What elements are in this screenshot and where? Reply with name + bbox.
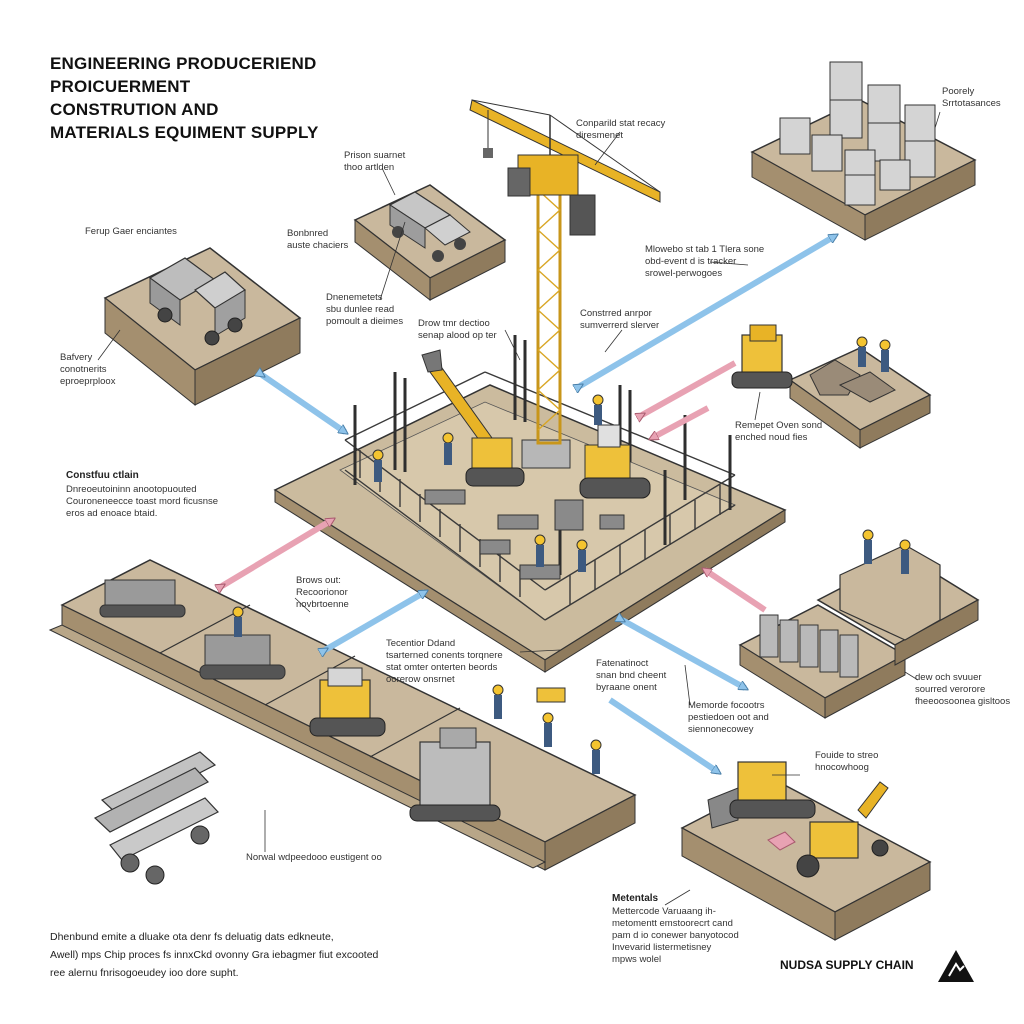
bulldozer-icon xyxy=(731,324,793,389)
arrow-pink-left xyxy=(222,520,332,586)
dozer-lower-platform xyxy=(680,761,932,941)
logo-icon xyxy=(938,950,974,982)
central-construction-site xyxy=(273,99,787,673)
precast-platform xyxy=(738,529,980,719)
arrow-blue-materials xyxy=(580,236,835,386)
excavator-icon xyxy=(99,579,286,680)
bulldozer-icon xyxy=(579,424,651,499)
leader-lines xyxy=(97,111,941,906)
footer-text: Dhenbund emite a dluake ota denr fs delu… xyxy=(50,928,378,982)
bulldozer-icon xyxy=(707,761,816,829)
pink-debris xyxy=(767,831,796,851)
footer-line-2: Awell) mps Chip proces fs innxCkd ovonny… xyxy=(50,949,379,961)
title-line-4: MATERIALS EQUIMENT SUPPLY xyxy=(50,123,319,142)
bottom-platform-note: Norwal wdpeedooo eustigent oo xyxy=(246,852,382,863)
large-truck-note: Ferup Gaer enciantes xyxy=(85,226,177,237)
material-block-icon xyxy=(779,61,936,206)
construction-chain-heading: Constfuu ctlain xyxy=(66,470,139,481)
arrow-pink-right xyxy=(705,570,767,613)
truck-icon xyxy=(148,257,247,346)
arrow-blue-precast xyxy=(622,620,745,691)
excavator-icon xyxy=(796,781,889,878)
crane-base xyxy=(521,439,571,469)
equipment-platforms xyxy=(48,559,637,871)
worker-icon xyxy=(232,606,602,774)
metentais-text: Mettercode Varuaang ih-metomentt emstoor… xyxy=(612,906,739,965)
footer-line-1: Dhenbund emite a dluake ota denr fs delu… xyxy=(50,931,334,943)
large-truck-platform xyxy=(103,247,302,407)
flow-arrows xyxy=(222,236,835,772)
worker-icon xyxy=(372,394,604,572)
title-line-2: PROICUERMENT xyxy=(50,77,191,96)
title-line-1: ENGINEERING PRODUCERIEND xyxy=(50,54,317,73)
pipe-icon xyxy=(93,751,219,885)
footer-line-3: ree alernu fnrisogoeudey ioo dore supht. xyxy=(50,967,239,979)
arrow-pink-dozer xyxy=(642,360,737,415)
brand-name: NUDSA SUPPLY CHAIN xyxy=(780,958,914,972)
excavator-icon xyxy=(421,349,525,487)
worker-icon xyxy=(862,529,911,574)
rebar-columns xyxy=(353,335,732,575)
arrow-blue-truck xyxy=(262,375,345,432)
site-materials xyxy=(424,489,625,580)
title-line-3: CONSTRUTION AND xyxy=(50,100,219,119)
yellow-equipment xyxy=(536,687,566,703)
worker-icon xyxy=(856,336,891,372)
bulldozer-icon xyxy=(309,667,386,737)
page-title: ENGINEERING PRODUCERIEND PROICUERMENT CO… xyxy=(50,52,319,144)
materials-stack-platform xyxy=(750,61,977,241)
generator-icon xyxy=(409,727,501,822)
arrow-pink-remepet xyxy=(652,405,710,441)
arrow-blue-lower xyxy=(608,697,718,772)
truck-icon xyxy=(388,191,471,262)
metentais-heading: Metentals xyxy=(612,893,659,904)
arrow-blue-brows xyxy=(325,589,425,650)
small-truck-platform xyxy=(353,184,507,302)
material-block-icon xyxy=(759,614,859,678)
